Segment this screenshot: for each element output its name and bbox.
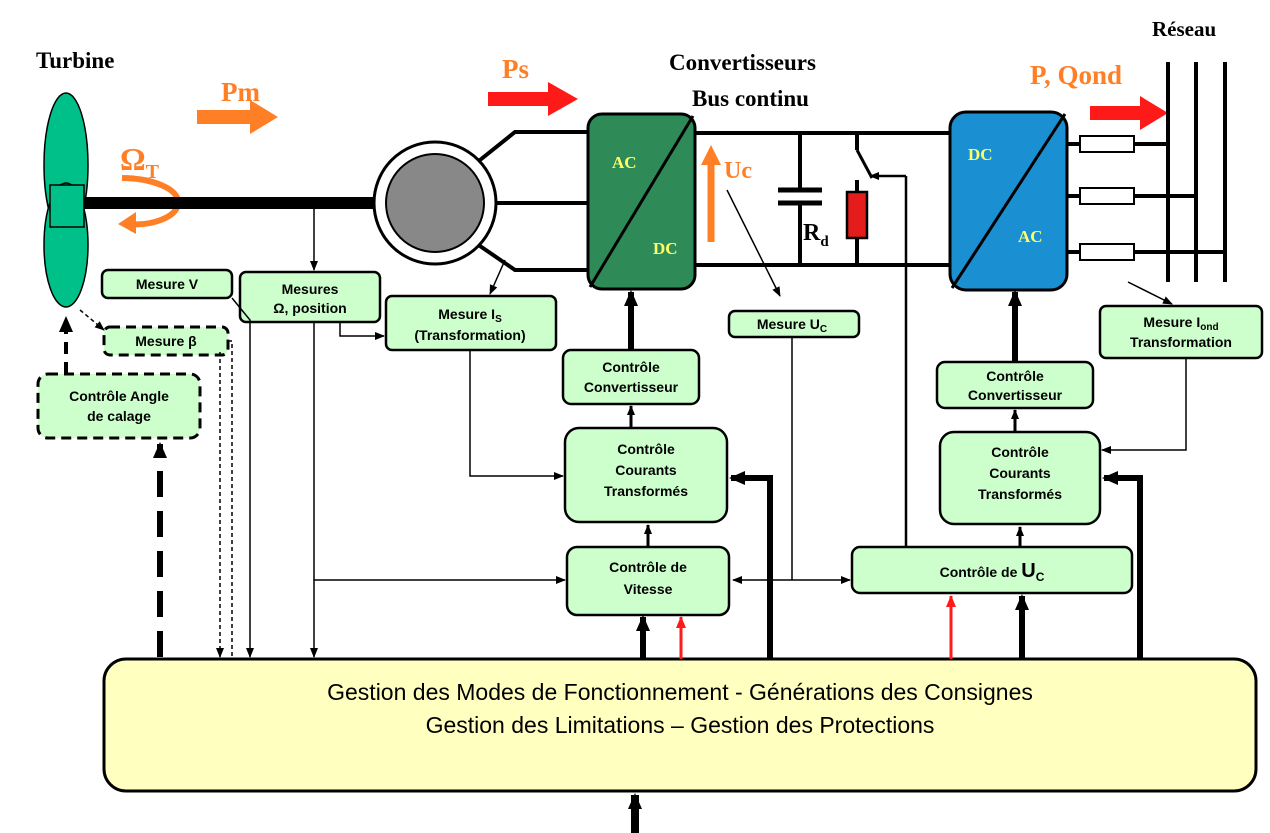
svg-text:Transformés: Transformés [978, 486, 1062, 502]
svg-text:Vitesse: Vitesse [624, 581, 673, 597]
svg-text:Courants: Courants [615, 462, 677, 478]
convertisseurs-label: Convertisseurs [669, 50, 816, 75]
p-qond-arrow [1090, 96, 1168, 130]
svg-text:Contrôle de UC: Contrôle de UC [940, 560, 1045, 584]
right-converter: DC AC [948, 110, 1069, 292]
reseau-label: Réseau [1152, 17, 1216, 41]
connectors [59, 189, 1187, 833]
svg-text:Contrôle: Contrôle [602, 359, 660, 375]
mesure-is-box: Mesure IS (Transformation) [384, 294, 558, 352]
controle-vitesse-box: Contrôle de Vitesse [565, 545, 731, 617]
omega-t-label: ΩT [120, 141, 160, 183]
svg-text:Mesure Iond: Mesure Iond [1143, 314, 1218, 333]
svg-text:Convertisseur: Convertisseur [968, 387, 1063, 403]
controle-angle-box: Contrôle Angle de calage [36, 372, 202, 440]
gestion-box: Gestion des Modes de Fonctionnement - Gé… [102, 657, 1258, 793]
generator [372, 140, 498, 266]
capacitor [778, 133, 822, 265]
svg-text:Contrôle: Contrôle [617, 441, 675, 457]
controle-courants-left-box: Contrôle Courants Transformés [563, 426, 729, 524]
pm-label: Pm [221, 77, 260, 107]
svg-text:Contrôle: Contrôle [991, 444, 1049, 460]
controle-convertisseur-right-box: Contrôle Convertisseur [935, 360, 1095, 410]
mesure-v-box: Mesure V [100, 268, 234, 300]
uc-arrow [701, 145, 721, 165]
svg-text:Mesures: Mesures [282, 281, 339, 297]
svg-text:Mesure UC: Mesure UC [757, 316, 827, 335]
uc-label: Uc [724, 158, 752, 184]
svg-text:Contrôle Angle: Contrôle Angle [69, 388, 169, 404]
svg-text:Courants: Courants [989, 465, 1051, 481]
svg-text:Ω, position: Ω, position [273, 300, 346, 316]
svg-text:AC: AC [612, 153, 637, 172]
svg-text:AC: AC [1018, 227, 1043, 246]
pm-arrow [197, 100, 278, 134]
svg-text:(Transformation): (Transformation) [414, 327, 525, 343]
svg-text:DC: DC [653, 239, 678, 258]
controle-courants-right-box: Contrôle Courants Transformés [938, 430, 1102, 526]
grid-bus [1166, 62, 1227, 282]
controle-convertisseur-left-box: Contrôle Convertisseur [561, 348, 701, 406]
mesure-iond-box: Mesure Iond Transformation [1098, 304, 1264, 360]
mesure-uc-box: Mesure UC [727, 309, 861, 339]
gestion-line-1: Gestion des Modes de Fonctionnement - Gé… [327, 679, 1033, 705]
svg-text:Mesure IS: Mesure IS [438, 306, 502, 325]
left-converter: AC DC [586, 112, 697, 291]
svg-text:Convertisseur: Convertisseur [584, 379, 679, 395]
svg-text:de calage: de calage [87, 408, 151, 424]
rd-label: Rd [803, 220, 829, 250]
svg-text:Mesure β: Mesure β [135, 333, 197, 349]
svg-text:Mesure V: Mesure V [136, 276, 199, 292]
svg-text:Contrôle: Contrôle [986, 368, 1044, 384]
svg-text:Contrôle de: Contrôle de [609, 559, 687, 575]
ps-arrow [488, 82, 578, 116]
turbine-rotor [43, 92, 89, 308]
gestion-line-2: Gestion des Limitations – Gestion des Pr… [426, 712, 935, 738]
p-qond-label: P, Qond [1030, 60, 1122, 90]
turbine-label: Turbine [36, 48, 114, 73]
grid-filter [1067, 135, 1225, 261]
svg-text:DC: DC [968, 145, 993, 164]
bus-continu-label: Bus continu [692, 86, 809, 111]
svg-text:Transformation: Transformation [1130, 334, 1232, 350]
mesure-beta-box: Mesure β [102, 325, 230, 357]
svg-text:Transformés: Transformés [604, 483, 688, 499]
brake-chopper [845, 133, 874, 265]
controle-uc-box: Contrôle de UC [850, 545, 1134, 595]
ps-label: Ps [502, 54, 529, 84]
mesures-omega-box: Mesures Ω, position [238, 270, 382, 324]
